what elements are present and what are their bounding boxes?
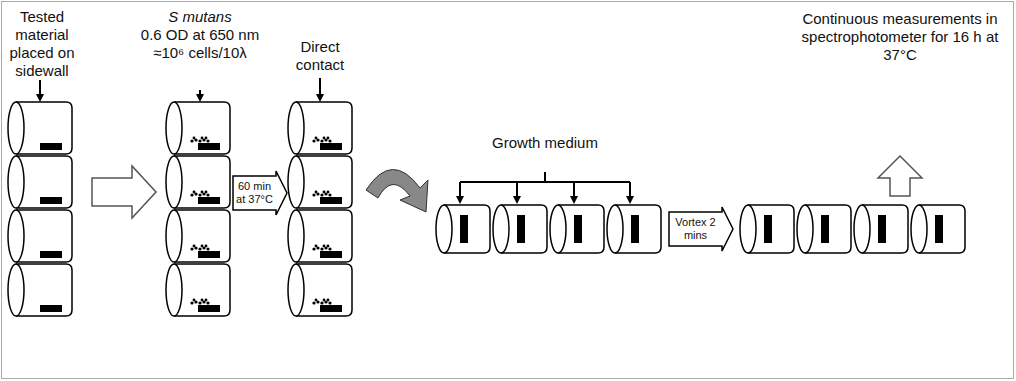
annotation-label: Tested material placed on sidewall — [2, 8, 82, 80]
step-arrow: Vortex 2 mins — [668, 206, 734, 252]
annotation-label: S mutans — [140, 8, 260, 26]
annotation-label: Continuous measurements in spectrophotom… — [800, 10, 1000, 64]
annotation-label: 0.6 OD at 650 nm ≈10⁶ cells/10λ — [140, 26, 260, 62]
annotation-label: Growth medium — [480, 134, 610, 152]
step-arrow: 60 min at 37°C — [232, 170, 288, 216]
annotation-label: Direct contact — [280, 38, 360, 74]
step-label: 60 min at 37°C — [235, 180, 274, 206]
step-label: Vortex 2 mins — [671, 216, 720, 242]
